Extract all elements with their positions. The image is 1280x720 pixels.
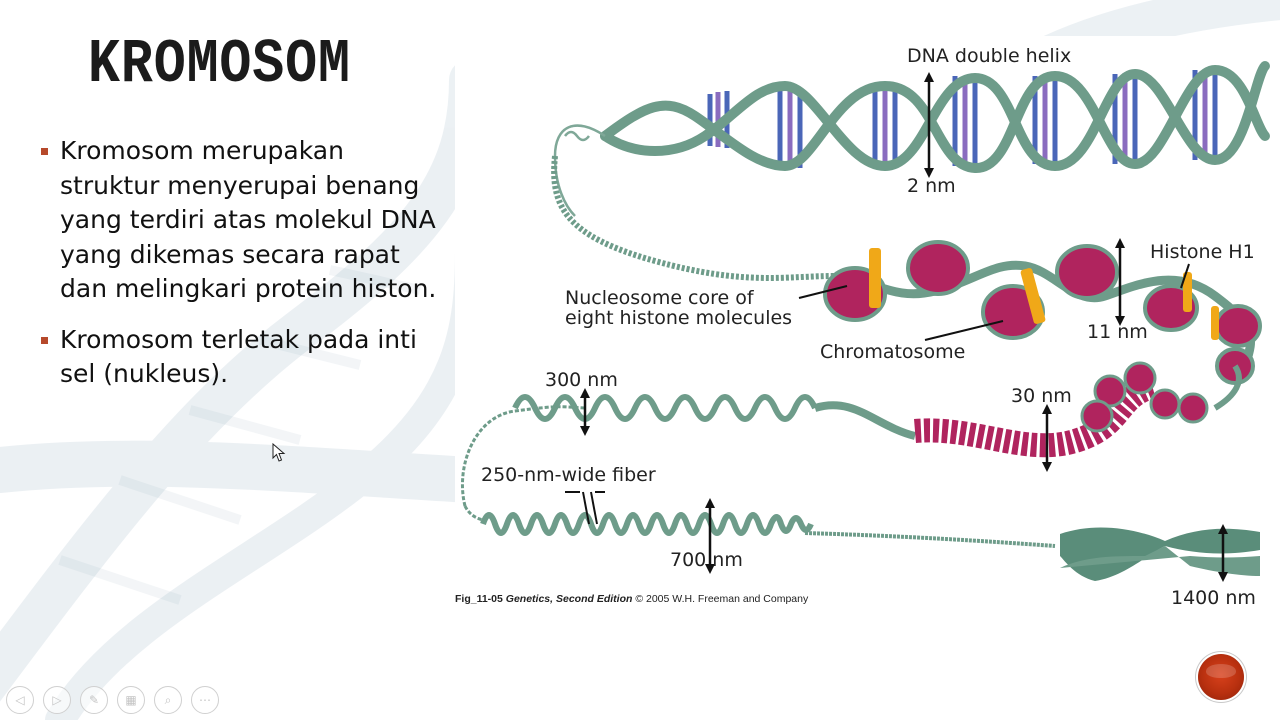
arrow-left-icon: ◁	[15, 693, 25, 707]
label-nucleosome-line2: eight histone molecules	[565, 307, 792, 329]
bullet-item: Kromosom merupakan struktur menyerupai b…	[40, 134, 440, 307]
pen-tool-button[interactable]: ✎	[80, 686, 108, 714]
bullet-text: Kromosom merupakan struktur menyerupai b…	[60, 136, 437, 303]
coil-700nm	[480, 512, 814, 536]
label-nucleosome-line1: Nucleosome core of	[565, 287, 755, 309]
next-slide-button[interactable]: ▷	[43, 686, 71, 714]
decorative-orb-icon	[1198, 654, 1244, 700]
label-30nm: 30 nm	[1011, 385, 1072, 407]
label-chromatosome: Chromatosome	[820, 341, 965, 363]
dna-double-helix-illustration	[553, 61, 1270, 217]
pen-icon: ✎	[88, 693, 100, 707]
label-300nm: 300 nm	[545, 369, 618, 391]
slide-title: KROMOSOM	[88, 29, 351, 100]
histone-h1-markers	[869, 248, 1219, 340]
figure-caption: Fig_11-05 Genetics, Second Edition © 200…	[455, 593, 809, 605]
magnifier-icon: ⌕	[164, 693, 172, 707]
label-dna-double-helix: DNA double helix	[907, 45, 1071, 67]
label-histone-h1: Histone H1	[1150, 241, 1255, 263]
figure-illustration: DNA double helix 2 nm	[455, 45, 1270, 609]
fiber-30nm	[914, 374, 1159, 458]
mouse-pointer-icon	[272, 443, 286, 462]
previous-slide-button[interactable]: ◁	[6, 686, 34, 714]
ellipsis-icon: ⋯	[199, 693, 211, 707]
grid-icon: ▦	[125, 693, 137, 707]
coiled-dna-connector	[551, 155, 836, 281]
caption-figure-id: Fig_11-05	[455, 593, 503, 605]
chromatin-packaging-figure: DNA double helix 2 nm	[455, 36, 1280, 616]
bullet-text: Kromosom terletak pada inti sel (nukleus…	[60, 324, 417, 389]
caption-book-title: Genetics, Second Edition	[506, 593, 633, 605]
condensed-chromosome	[1060, 527, 1260, 581]
more-options-button[interactable]: ⋯	[191, 686, 219, 714]
zoom-button[interactable]: ⌕	[154, 686, 182, 714]
see-all-slides-button[interactable]: ▦	[117, 686, 145, 714]
label-2nm: 2 nm	[907, 175, 956, 197]
arrow-right-icon: ▷	[52, 693, 62, 707]
bullet-item: Kromosom terletak pada inti sel (nukleus…	[40, 323, 440, 392]
bullet-list: Kromosom merupakan struktur menyerupai b…	[40, 134, 440, 408]
label-11nm: 11 nm	[1087, 321, 1148, 343]
bullet-square-icon	[41, 148, 48, 155]
loop-domains-300nm	[512, 394, 818, 422]
label-250nm-fiber: 250-nm-wide fiber	[481, 464, 656, 486]
label-1400nm: 1400 nm	[1171, 587, 1256, 609]
bullet-square-icon	[41, 336, 48, 344]
caption-copyright: © 2005 W.H. Freeman and Company	[635, 593, 809, 605]
label-700nm: 700 nm	[670, 549, 743, 571]
